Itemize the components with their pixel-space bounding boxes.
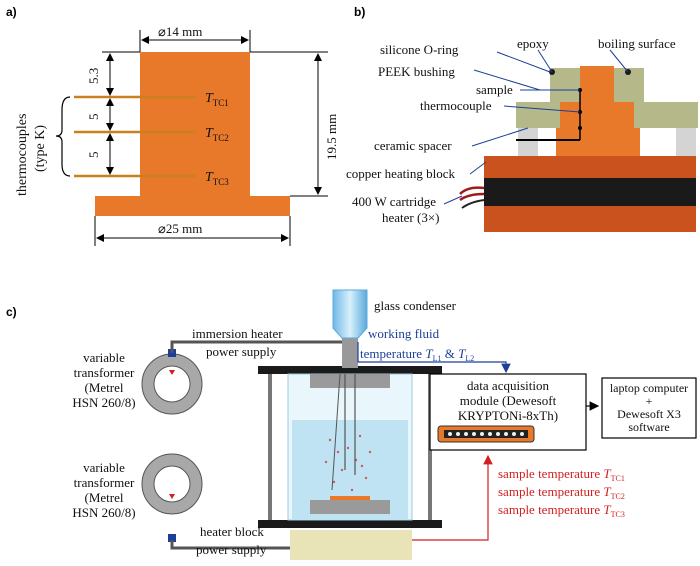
label-copper-block: copper heating block: [346, 166, 456, 181]
laptop-line2: +: [646, 394, 653, 408]
label-thermocouple: thermocouple: [420, 98, 492, 113]
spacing-2: 5: [86, 114, 101, 121]
sample-b: [556, 66, 640, 156]
working-fluid-temperature: temperature TL1 & TL2: [360, 346, 474, 363]
condenser-neck: [342, 338, 358, 368]
panel-c-label: c): [6, 305, 17, 319]
panel-b-label: b): [354, 5, 365, 19]
vessel-bottom-plate: [258, 520, 442, 528]
panel-a: a) ⌀14 mm ⌀25 mm 19.5 mm 5.3 5 5: [6, 5, 339, 246]
sample-temp-3: sample temperature TTC3: [498, 502, 625, 519]
ceramic-spacer-right: [676, 128, 696, 156]
daq-line1: data acquisition: [467, 378, 549, 393]
panel-a-label: a): [6, 5, 17, 19]
glass-condenser: [332, 289, 368, 339]
label-heater-2: heater (3×): [382, 210, 440, 225]
spacing-3: 5: [86, 152, 101, 159]
label-epoxy: epoxy: [517, 36, 549, 51]
label-silicone-oring: silicone O-ring: [380, 42, 459, 57]
glass-condenser-label: glass condenser: [374, 298, 457, 313]
sample-temp-1: sample temperature TTC1: [498, 466, 625, 483]
panel-c: c) variable transformer (Metrel HSN 260/…: [6, 289, 697, 560]
sample-temperature-arrow: [412, 454, 493, 541]
panel-b: b): [346, 5, 698, 232]
peek-bushing-right: [614, 68, 698, 128]
transformer2-line2: transformer: [74, 475, 135, 490]
label-heater-1: 400 W cartridge: [352, 194, 436, 209]
thermocouples-label-2: (type K): [33, 125, 48, 172]
transformer1-line4: HSN 260/8): [72, 395, 135, 410]
transformer2-line1: variable: [83, 460, 125, 475]
peek-bushing-left: [516, 68, 580, 128]
heater-power-cable: [170, 540, 290, 550]
transformer1-line3: (Metrel: [85, 380, 124, 395]
dim-height: 19.5 mm: [324, 114, 339, 160]
thermocouple-brace: [55, 96, 71, 177]
laptop-box: [601, 377, 697, 439]
tc2-label: TTC2: [205, 126, 229, 143]
transformer1-line1: variable: [83, 350, 125, 365]
transformer2-line3: (Metrel: [85, 490, 124, 505]
dim-bottom: ⌀25 mm: [158, 221, 202, 236]
label-boiling-surface: boiling surface: [598, 36, 676, 51]
daq-line3: KRYPTONi-8xTh): [458, 408, 558, 423]
daq-line2: module (Dewesoft: [460, 393, 557, 408]
spacing-1: 5.3: [86, 68, 101, 84]
tc3-label: TTC3: [205, 170, 229, 187]
working-fluid-label: working fluid: [368, 326, 440, 341]
transformer2-line4: HSN 260/8): [72, 505, 135, 520]
laptop-line1: laptop computer: [610, 381, 688, 395]
ceramic-spacer-left: [518, 128, 538, 156]
cartridge-heater-layer: [484, 178, 696, 206]
label-peek-bushing: PEEK bushing: [378, 64, 455, 79]
tc1-label: TTC1: [205, 91, 229, 108]
copper-heating-block-bottom: [484, 206, 696, 232]
sample-body: [95, 52, 290, 216]
heater-base-block: [290, 530, 412, 560]
label-ceramic-spacer: ceramic spacer: [374, 138, 452, 153]
laptop-line4: software: [628, 420, 669, 434]
heater-block-label: heater block: [200, 524, 264, 539]
transformer1-line2: transformer: [74, 365, 135, 380]
laptop-line3: Dewesoft X3: [617, 407, 681, 421]
dim-top: ⌀14 mm: [158, 24, 202, 39]
thermocouples-label-1: thermocouples: [15, 114, 30, 196]
sample-temp-2: sample temperature TTC2: [498, 484, 625, 501]
copper-heating-block-top: [484, 156, 696, 178]
power-supply-label: power supply: [206, 344, 277, 359]
power-supply-2-label: power supply: [196, 542, 267, 557]
immersion-heater-label: immersion heater: [192, 326, 283, 341]
vessel-top-plate: [258, 366, 442, 374]
working-fluid-arrow: [357, 342, 511, 374]
label-sample: sample: [476, 82, 513, 97]
